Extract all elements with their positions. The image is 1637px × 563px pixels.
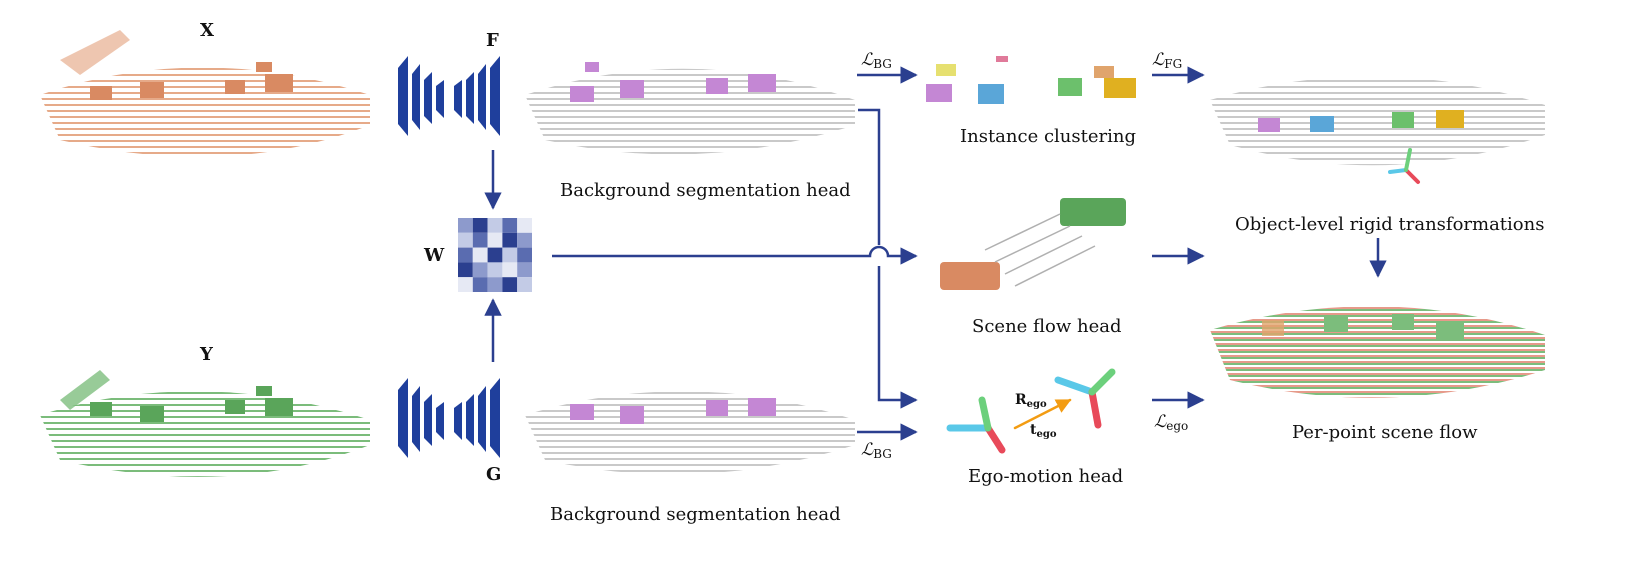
loss-bg-bottom: ℒBG (861, 440, 892, 461)
matrix-cell (517, 277, 532, 292)
matrix-cell (458, 277, 473, 292)
rotation-label: Rego (1015, 392, 1047, 410)
matrix-cell (487, 247, 503, 263)
matrix-cell (502, 262, 518, 278)
caption-instance-clustering: Instance clustering (960, 126, 1136, 147)
segmentation-top-cloud (525, 62, 855, 155)
translation-label: tego (1030, 422, 1057, 440)
matrix-cell (502, 277, 518, 292)
caption-ego-motion-head: Ego-motion head (968, 466, 1124, 487)
matrix-cell (502, 247, 518, 263)
matrix-cell (487, 218, 503, 233)
caption-bg-seg-bottom: Background segmentation head (550, 504, 841, 525)
loss-bg-top: ℒBG (861, 50, 892, 71)
matrix-cell (472, 277, 488, 292)
caption-object-rigid: Object-level rigid transformations (1235, 214, 1545, 235)
caption-per-point-flow: Per-point scene flow (1292, 422, 1478, 443)
matrix-cell (472, 247, 488, 263)
matrix-cell (517, 247, 532, 263)
matrix-cell (458, 232, 473, 248)
correspondence-matrix-w (458, 218, 532, 292)
symbol-w: W (424, 245, 445, 266)
matrix-cell (487, 262, 503, 278)
caption-scene-flow-head: Scene flow head (972, 316, 1122, 337)
matrix-cell (458, 262, 473, 278)
symbol-f: F (486, 30, 499, 51)
matrix-cell (458, 247, 473, 263)
symbol-g: G (486, 464, 502, 485)
scene-flow-cars (940, 198, 1126, 290)
matrix-cell (502, 232, 518, 248)
matrix-cell (458, 218, 473, 233)
matrix-cell (472, 262, 488, 278)
matrix-cell (487, 277, 503, 292)
matrix-cell (517, 232, 532, 248)
matrix-cell (487, 232, 503, 248)
loss-ego: ℒego (1154, 412, 1189, 433)
point-cloud-x (40, 30, 370, 157)
matrix-cell (472, 218, 488, 233)
object-rigid-cloud (1210, 76, 1545, 184)
matrix-cell (472, 232, 488, 248)
symbol-y: Y (200, 344, 213, 365)
per-point-flow-cloud (1210, 306, 1545, 398)
matrix-cell (502, 218, 518, 233)
connections (484, 66, 1387, 441)
encoder-g (398, 378, 500, 458)
ego-motion-frames (946, 368, 1116, 454)
symbol-x: X (200, 20, 214, 41)
segmentation-bottom-cloud (525, 391, 855, 475)
instance-clusters (926, 56, 1136, 104)
loss-fg: ℒFG (1152, 50, 1183, 71)
matrix-cell (517, 218, 532, 233)
point-cloud-y (40, 370, 370, 477)
encoder-f (398, 56, 500, 136)
matrix-cell (517, 262, 532, 278)
caption-bg-seg-top: Background segmentation head (560, 180, 851, 201)
